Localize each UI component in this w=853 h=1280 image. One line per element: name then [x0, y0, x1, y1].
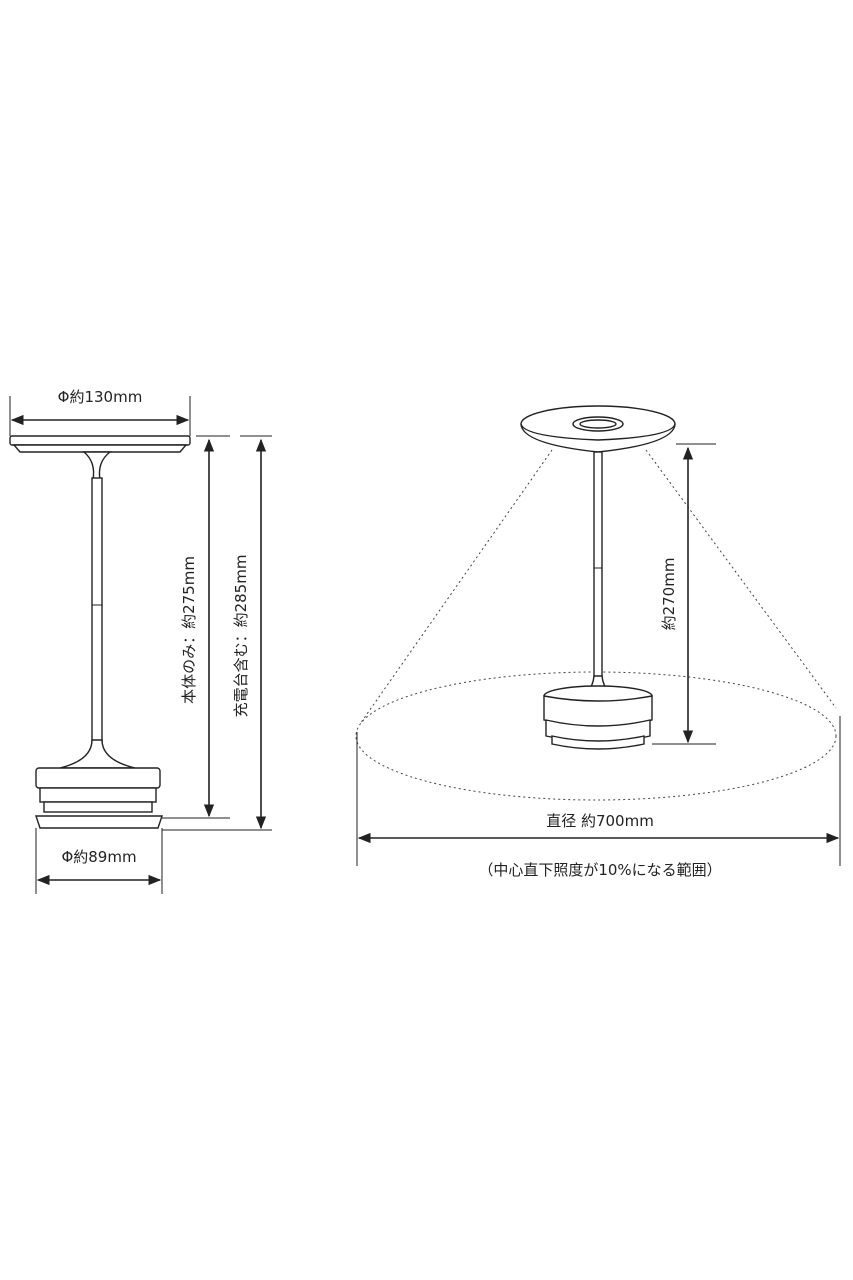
lamp-base: [35, 767, 161, 789]
illumination-diameter-dimension: 直径 約700mm （中心直下照度が10%になる範囲）: [356, 716, 841, 879]
illumination-diameter-label: 直径 約700mm: [546, 812, 654, 830]
lamp-stem: [91, 477, 103, 759]
shade-diameter-dimension: Φ約130mm: [9, 388, 191, 436]
illumination-cone: [355, 449, 837, 801]
illumination-note: （中心直下照度が10%になる範囲）: [478, 861, 721, 879]
total-height-label: 充電台含む：約285mm: [232, 555, 250, 718]
total-height-dimension: 充電台含む：約285mm: [162, 435, 272, 831]
body-height-label: 本体のみ：約275mm: [180, 556, 198, 704]
light-height-dimension: 約270mm: [652, 443, 716, 745]
lamp-side-view: [9, 435, 191, 829]
base-diameter-label: Φ約89mm: [61, 848, 136, 866]
lamp-perspective-view: [520, 405, 676, 750]
base-diameter-dimension: Φ約89mm: [35, 828, 163, 894]
lamp-shade: [9, 435, 191, 446]
illumination-area: [355, 671, 837, 801]
shade-diameter-label: Φ約130mm: [58, 388, 143, 406]
charging-stand: [35, 815, 163, 829]
light-height-label: 約270mm: [660, 558, 678, 631]
body-height-dimension: 本体のみ：約275mm: [162, 435, 230, 819]
